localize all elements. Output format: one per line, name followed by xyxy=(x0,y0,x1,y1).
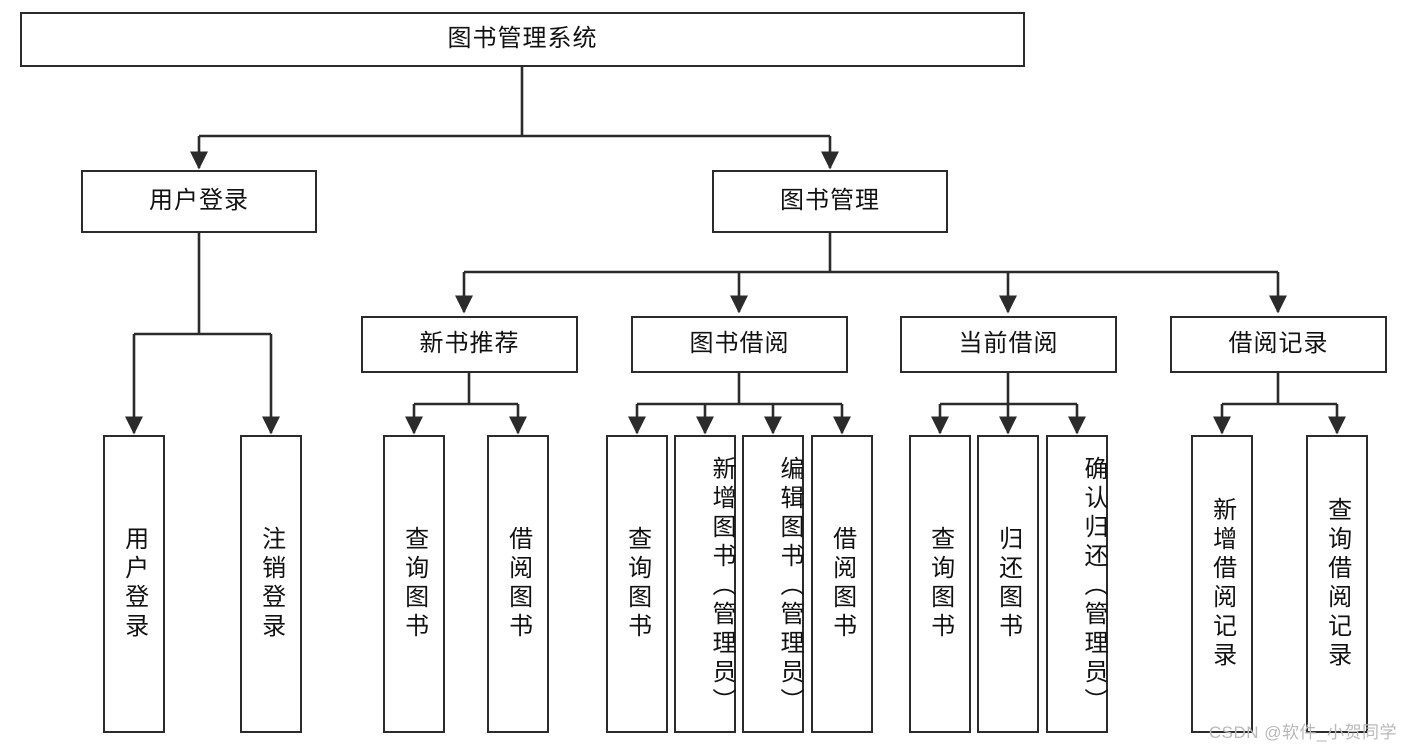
node-leaf-user-login-label: 用户登录 xyxy=(120,526,148,642)
node-leaf-return-book[interactable]: 归还图书 xyxy=(977,435,1039,733)
node-leaf-confirm-return-label: 确认归还（管理员） xyxy=(1080,455,1107,717)
node-leaf-add-record-label: 新增借阅记录 xyxy=(1208,497,1236,671)
node-user-login[interactable]: 用户登录 xyxy=(81,170,317,233)
node-root-label: 图书管理系统 xyxy=(447,25,598,53)
node-leaf-query-book-1[interactable]: 查询图书 xyxy=(383,435,445,733)
node-leaf-confirm-return[interactable]: 确认归还（管理员） xyxy=(1046,435,1108,733)
node-book-manage-label: 图书管理 xyxy=(780,187,880,215)
node-leaf-query-book-2-label: 查询图书 xyxy=(623,526,651,642)
node-current-borrow-label: 当前借阅 xyxy=(958,330,1059,358)
node-leaf-borrow-book-1[interactable]: 借阅图书 xyxy=(487,435,549,733)
node-leaf-query-record-label: 查询借阅记录 xyxy=(1323,497,1351,671)
node-book-borrow-label: 图书借阅 xyxy=(689,330,790,358)
node-leaf-query-record[interactable]: 查询借阅记录 xyxy=(1306,435,1368,733)
node-new-book-recommend[interactable]: 新书推荐 xyxy=(361,316,578,373)
node-leaf-user-login[interactable]: 用户登录 xyxy=(103,435,165,733)
node-leaf-user-logout-label: 注销登录 xyxy=(257,526,285,642)
node-leaf-query-book-3[interactable]: 查询图书 xyxy=(909,435,971,733)
node-new-book-recommend-label: 新书推荐 xyxy=(419,330,520,358)
watermark-text: CSDN @软件_小贺同学 xyxy=(1208,723,1397,742)
node-leaf-user-logout[interactable]: 注销登录 xyxy=(240,435,302,733)
node-leaf-add-book[interactable]: 新增图书（管理员） xyxy=(674,435,736,733)
node-user-login-label: 用户登录 xyxy=(149,187,249,215)
node-leaf-query-book-2[interactable]: 查询图书 xyxy=(606,435,668,733)
node-leaf-query-book-3-label: 查询图书 xyxy=(926,526,954,642)
node-current-borrow[interactable]: 当前借阅 xyxy=(900,316,1117,373)
node-leaf-edit-book-label: 编辑图书（管理员） xyxy=(776,455,803,717)
node-borrow-record-label: 借阅记录 xyxy=(1228,330,1329,358)
node-leaf-borrow-book-2-label: 借阅图书 xyxy=(828,526,856,642)
node-leaf-query-book-1-label: 查询图书 xyxy=(400,526,428,642)
node-leaf-borrow-book-2[interactable]: 借阅图书 xyxy=(811,435,873,733)
node-leaf-add-record[interactable]: 新增借阅记录 xyxy=(1191,435,1253,733)
node-leaf-add-book-label: 新增图书（管理员） xyxy=(708,455,735,717)
node-root[interactable]: 图书管理系统 xyxy=(20,12,1025,67)
node-leaf-return-book-label: 归还图书 xyxy=(994,526,1022,642)
node-borrow-record[interactable]: 借阅记录 xyxy=(1170,316,1387,373)
node-leaf-edit-book[interactable]: 编辑图书（管理员） xyxy=(742,435,804,733)
node-book-manage[interactable]: 图书管理 xyxy=(712,170,948,233)
node-leaf-borrow-book-1-label: 借阅图书 xyxy=(504,526,532,642)
node-book-borrow[interactable]: 图书借阅 xyxy=(631,316,848,373)
